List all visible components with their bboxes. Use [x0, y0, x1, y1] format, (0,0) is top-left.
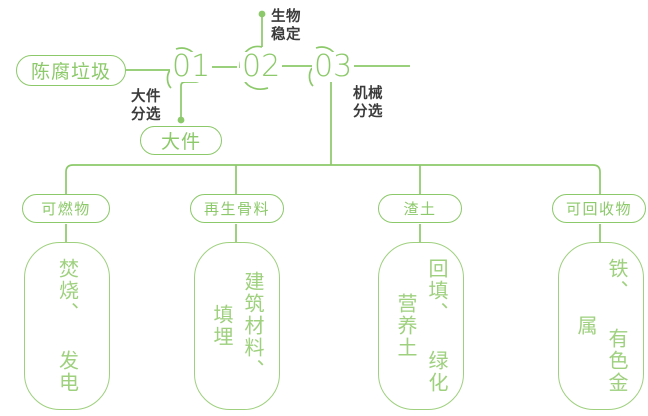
node-category-combustible[interactable]: 可燃物: [22, 194, 110, 223]
annotation-01-line1: 大件: [131, 89, 161, 105]
stage-number-03[interactable]: 03: [312, 49, 355, 84]
arc-01-lower: [166, 69, 172, 89]
annotation-02-line1: 生物: [271, 9, 301, 25]
node-category-slag-soil[interactable]: 渣土: [378, 194, 462, 223]
box-destination-recycled-aggregate-text: 建筑材料、 填埋: [210, 271, 265, 381]
box-destination-slag-soil-text: 回填、 绿化营养土: [394, 258, 449, 394]
node-category-recycled-aggregate[interactable]: 再生骨料: [190, 194, 284, 223]
arc-03-lower: [308, 67, 314, 87]
annotation-03-mechanical-sorting: 机械 分选: [353, 85, 383, 122]
annotation-03-line2: 分选: [353, 104, 383, 121]
box-destination-combustible[interactable]: 焚烧、 发电: [24, 242, 110, 410]
node-intermediate-bulky[interactable]: 大件: [140, 126, 222, 155]
annotation-02-bio-stabilization: 生物 稳定: [271, 8, 301, 45]
node-start[interactable]: 陈腐垃圾: [16, 55, 126, 86]
dot-bio-branch: [258, 10, 266, 18]
annotation-02-line2: 稳定: [271, 27, 301, 44]
box-destination-slag-soil[interactable]: 回填、 绿化营养土: [378, 242, 464, 410]
stage-number-02[interactable]: 02: [240, 49, 283, 84]
dot-bulky-branch: [177, 116, 185, 124]
node-category-recyclable[interactable]: 可回收物: [552, 194, 646, 223]
box-destination-recycled-aggregate[interactable]: 建筑材料、 填埋: [194, 242, 280, 410]
annotation-01-line2: 分选: [131, 107, 161, 124]
box-destination-recyclable-text: 铁、 有色金属: [574, 258, 629, 394]
box-destination-combustible-text: 焚烧、 发电: [55, 258, 80, 394]
box-destination-recyclable[interactable]: 铁、 有色金属: [558, 242, 644, 410]
stage-number-01[interactable]: 01: [170, 49, 213, 84]
annotation-01-bulky-sorting: 大件 分选: [131, 88, 161, 125]
annotation-03-line1: 机械: [353, 86, 383, 102]
wire-distribution-bus: [65, 164, 601, 195]
